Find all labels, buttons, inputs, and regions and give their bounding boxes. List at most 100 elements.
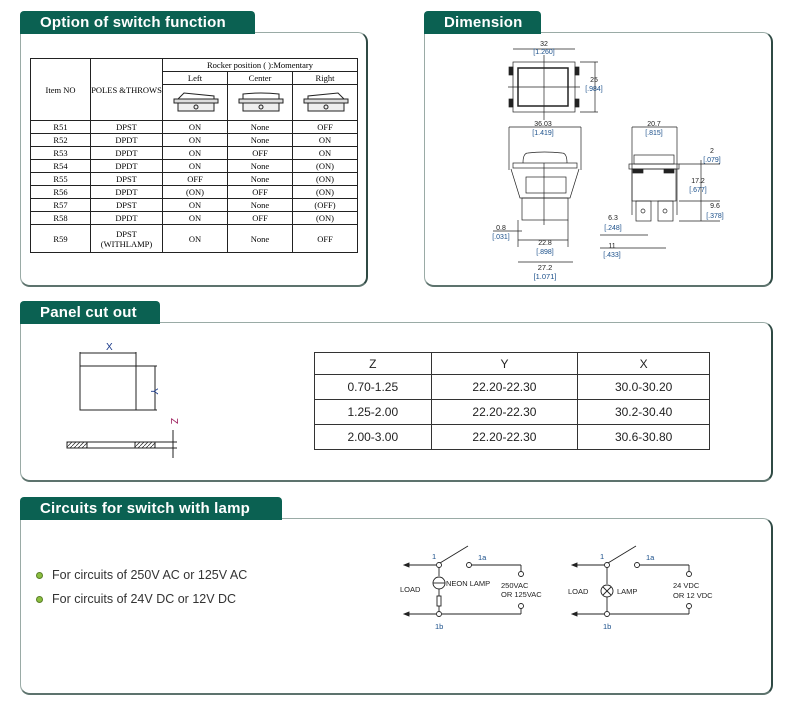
table-cell: (ON) — [292, 172, 358, 186]
dimension-panel — [424, 32, 773, 287]
dc-circuit: 1 1a 1b LOAD LAMP 24 VDC OR 12 VDC — [568, 545, 713, 631]
cutout-drawing: X Y Z — [66, 342, 179, 458]
option-table: Item NO POLES &THROWS Rocker position ( … — [30, 58, 358, 253]
terminal-1: 1 — [432, 552, 436, 561]
label-z: Z — [168, 418, 179, 424]
header-item: Item NO — [30, 58, 91, 121]
dim-08-in: [.031] — [492, 234, 510, 241]
table-cell: OFF — [162, 172, 228, 186]
table-cell: DPDT — [90, 185, 163, 199]
table-cell: R53 — [30, 146, 91, 160]
table-cell: 0.70-1.25 — [314, 374, 432, 400]
table-cell: 1.25-2.00 — [314, 399, 432, 425]
voltage-label-2: OR 12 VDC — [673, 591, 713, 600]
table-cell: ON — [162, 133, 228, 147]
header-rocker: Rocker position ( ):Momentary — [162, 58, 358, 72]
dim-25-in: [.984] — [585, 86, 603, 93]
dim-11-in: [.433] — [603, 252, 621, 259]
rocker-right-icon — [292, 84, 358, 121]
table-cell: 22.20-22.30 — [430, 399, 579, 425]
table-cell: DPDT — [90, 211, 163, 225]
table-cell: None — [227, 224, 293, 253]
table-cell: 2.00-3.00 — [314, 424, 432, 450]
table-cell: None — [227, 133, 293, 147]
table-cell: (ON) — [292, 185, 358, 199]
table-cell: None — [227, 159, 293, 173]
table-cell: 30.0-30.20 — [577, 374, 710, 400]
load-label: LOAD — [568, 587, 589, 596]
table-cell: DPST — [90, 198, 163, 212]
table-cell: R56 — [30, 185, 91, 199]
ac-circuit: 1 1a 1b LOAD NEON LAMP 250VAC OR 125VAC — [400, 545, 542, 631]
table-cell: R55 — [30, 172, 91, 186]
dim-36: 36.03 — [534, 121, 552, 128]
lamp-label: NEON LAMP — [446, 579, 490, 588]
dim-32-in: [1.260] — [533, 49, 554, 56]
dim-207: 20.7 — [647, 121, 661, 128]
header-x: X — [577, 352, 710, 375]
bullet-icon — [36, 571, 43, 579]
table-cell: R57 — [30, 198, 91, 212]
dim-272: 27.2 — [538, 263, 553, 272]
table-cell: ON — [162, 120, 228, 134]
table-cell: DPDT — [90, 146, 163, 160]
dim-2-in: [.079] — [703, 157, 721, 164]
table-cell: 30.2-30.40 — [577, 399, 710, 425]
voltage-label-2: OR 125VAC — [501, 590, 542, 599]
table-cell: (OFF) — [292, 198, 358, 212]
dimension-title: Dimension — [424, 11, 541, 34]
table-cell: ON — [162, 211, 228, 225]
table-cell: DPST — [90, 172, 163, 186]
header-y: Y — [430, 352, 579, 375]
panel-cutout-title: Panel cut out — [20, 301, 160, 324]
table-cell: (ON) — [162, 185, 228, 199]
table-cell: 22.20-22.30 — [430, 374, 579, 400]
dim-272-in: [1.071] — [534, 272, 557, 281]
rocker-left-icon — [162, 84, 228, 121]
table-cell: DPST — [90, 120, 163, 134]
dim-11: 11 — [608, 243, 615, 250]
table-cell: R59 — [30, 224, 91, 253]
voltage-label: 24 VDC — [673, 581, 700, 590]
table-cell: (ON) — [292, 159, 358, 173]
dim-08: 0.8 — [496, 225, 506, 232]
table-cell: R52 — [30, 133, 91, 147]
terminal-1: 1 — [600, 552, 604, 561]
table-cell: ON — [162, 198, 228, 212]
dim-25: 25 — [590, 77, 598, 84]
table-cell: 30.6-30.80 — [577, 424, 710, 450]
dim-63-in: [.248] — [604, 225, 622, 232]
bullet-text: For circuits of 250V AC or 125V AC — [52, 568, 248, 582]
dim-2: 2 — [710, 148, 714, 155]
table-cell: R51 — [30, 120, 91, 134]
table-cell: OFF — [292, 120, 358, 134]
circuit-diagrams: 1 1a 1b LOAD NEON LAMP 250VAC OR 125VAC … — [400, 545, 713, 631]
dim-96: 9.6 — [710, 203, 720, 210]
header-poles: POLES &THROWS — [90, 58, 163, 121]
load-label: LOAD — [400, 585, 421, 594]
table-cell: R54 — [30, 159, 91, 173]
table-cell: R58 — [30, 211, 91, 225]
bullet-text: For circuits of 24V DC or 12V DC — [52, 592, 237, 606]
table-cell: OFF — [292, 224, 358, 253]
dim-36-in: [1.419] — [532, 130, 553, 137]
table-cell: OFF — [227, 185, 293, 199]
table-cell: ON — [162, 159, 228, 173]
terminal-1b: 1b — [603, 622, 611, 631]
table-cell: DPDT — [90, 159, 163, 173]
bullet-dc: For circuits of 24V DC or 12V DC — [36, 592, 236, 606]
table-cell: OFF — [227, 146, 293, 160]
dim-228: 22.8 — [538, 240, 552, 247]
terminal-1a: 1a — [646, 553, 655, 562]
circuits-title: Circuits for switch with lamp — [20, 497, 282, 520]
voltage-label: 250VAC — [501, 581, 529, 590]
table-cell: DPDT — [90, 133, 163, 147]
